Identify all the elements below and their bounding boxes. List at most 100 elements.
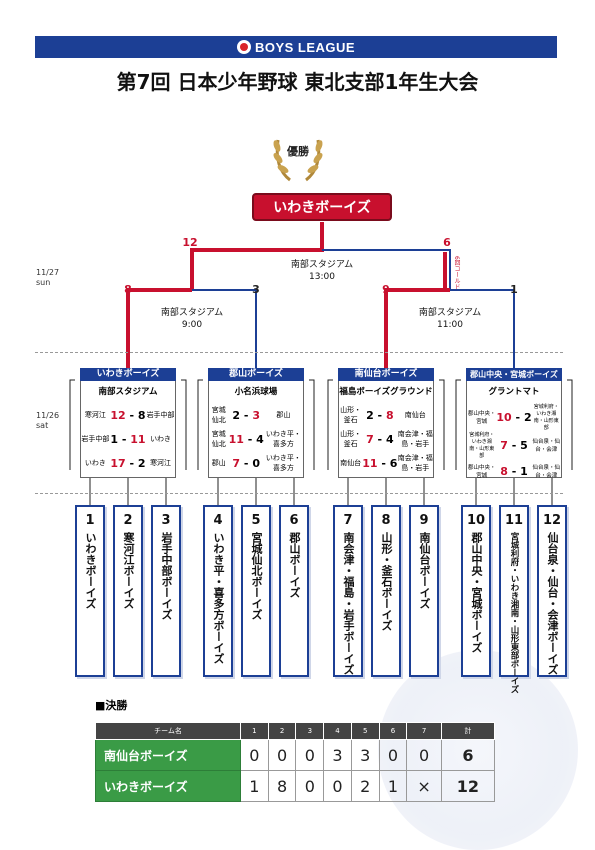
score-b: 8: [137, 408, 146, 422]
game-score: 7 - 4: [362, 427, 397, 451]
game-score: 8 - 1: [496, 459, 531, 483]
score-a: 8: [500, 464, 508, 478]
inning-score: 2: [350, 770, 380, 802]
score-a: 17: [110, 456, 126, 470]
group-winner: 郡山中央・宮城ボーイズ: [466, 368, 562, 381]
away-team: 宮城利府・いわき湘南・山形東部: [533, 404, 559, 431]
team-number: 8: [381, 513, 391, 528]
team-number: 11: [504, 513, 524, 528]
score-dash: -: [507, 464, 521, 478]
inning-score: 0: [240, 739, 269, 771]
group-winner: 郡山ボーイズ: [208, 368, 304, 381]
home-team: 岩手中部: [81, 435, 110, 443]
header-bar: BOYS LEAGUE: [35, 36, 557, 58]
score-dash: -: [511, 410, 524, 424]
score-a: 7: [500, 438, 508, 452]
date-sun-day: 11/27: [36, 268, 60, 277]
team-number: 1: [85, 513, 95, 528]
score-b: 2: [523, 410, 532, 424]
team-number: 7: [343, 513, 353, 528]
inning-score: 3: [350, 739, 380, 771]
final-venue-name: 南部スタジアム: [290, 260, 354, 270]
team-card-8: 8 山形・釜石ボーイズ: [371, 505, 401, 677]
score-dash: -: [373, 408, 386, 422]
game-score: 2 - 8: [362, 403, 397, 427]
date-sat: 11/26 sat: [36, 411, 59, 431]
semi1-venue-time: 9:00: [181, 320, 203, 330]
game-score: 11 - 4: [229, 427, 264, 451]
semi2-right-score: 1: [510, 283, 518, 296]
away-team: いわき平・喜多方: [265, 430, 301, 448]
score-b: 1: [520, 464, 528, 478]
inning-score: 0: [295, 739, 325, 771]
score-a: 10: [496, 410, 512, 424]
league-logo-text: BOYS LEAGUE: [254, 39, 356, 55]
scoreboard-header: チーム名 1 2 3 4 5 6 7 計: [95, 722, 496, 740]
inning-score: 0: [323, 770, 352, 802]
home-team: 宮城仙北: [211, 406, 226, 424]
champion-badge: いわきボーイズ: [252, 193, 392, 221]
home-team: 郡山中央・宮城: [467, 411, 496, 425]
group-winner: いわきボーイズ: [80, 368, 176, 381]
score-dash: -: [243, 432, 257, 446]
date-sat-day: 11/26: [36, 411, 60, 420]
score-a: 1: [110, 432, 119, 446]
inning-score: 0: [295, 770, 325, 802]
team-name: 仙台泉・仙台・会津ボーイズ: [546, 532, 559, 675]
game-score: 11 - 6: [362, 451, 397, 475]
score-b: 3: [252, 408, 260, 422]
game-score: 10 - 2: [496, 403, 531, 431]
score-dash: -: [373, 432, 386, 446]
group-venue: 小名浜球場: [234, 387, 278, 397]
score-dash: -: [118, 432, 131, 446]
score-a: 2: [232, 408, 241, 422]
scoreboard-row: 南仙台ボーイズ 0 0 0 3 3 0 0 6: [95, 739, 496, 771]
team-name: 宮城仙北ボーイズ: [250, 532, 263, 620]
home-team: 山形・釜石: [340, 406, 362, 424]
score-dash: -: [240, 408, 253, 422]
date-sat-weekday: sat: [36, 421, 49, 430]
away-team: 郡山: [276, 411, 291, 419]
header-inning: 3: [295, 722, 325, 740]
game-score: 7 - 5: [496, 431, 531, 459]
semi2-venue-time: 11:00: [437, 320, 463, 330]
home-team: 寒河江: [84, 411, 106, 419]
row-team: いわきボーイズ: [95, 770, 241, 802]
away-team: 南会津・福島・岩手: [397, 430, 433, 448]
group-venue: 福島ボーイズグラウンド: [339, 387, 433, 397]
team-name: 郡山中央・宮城ボーイズ: [470, 532, 483, 653]
team-card-11: 11 宮城利府・いわき湘南・山形東部ボーイズ: [499, 505, 529, 694]
home-team: いわき: [84, 459, 106, 467]
score-dash: -: [377, 456, 390, 470]
score-b: 11: [130, 432, 146, 446]
laurel-icon: [273, 139, 323, 182]
team-number: 12: [542, 513, 562, 528]
called-game-note: 6回コールド: [453, 256, 460, 290]
team-number: 6: [289, 513, 299, 528]
team-name: 宮城利府・いわき湘南・山形東部ボーイズ: [509, 532, 519, 694]
team-name: 岩手中部ボーイズ: [160, 532, 173, 620]
header-total: 計: [440, 722, 496, 740]
away-team: 南仙台: [404, 411, 426, 419]
header-inning: 2: [267, 722, 297, 740]
header-inning: 5: [350, 722, 380, 740]
team-name: 山形・釜石ボーイズ: [380, 532, 393, 631]
team-number: 2: [123, 513, 133, 528]
league-logo-icon: [236, 40, 251, 54]
team-number: 3: [161, 513, 171, 528]
team-number: 4: [213, 513, 223, 528]
semi2-venue-name: 南部スタジアム: [418, 308, 482, 318]
team-card-3: 3 岩手中部ボーイズ: [151, 505, 181, 677]
game-score: 2 - 3: [229, 403, 264, 427]
game-score: 1 - 11: [110, 427, 146, 451]
